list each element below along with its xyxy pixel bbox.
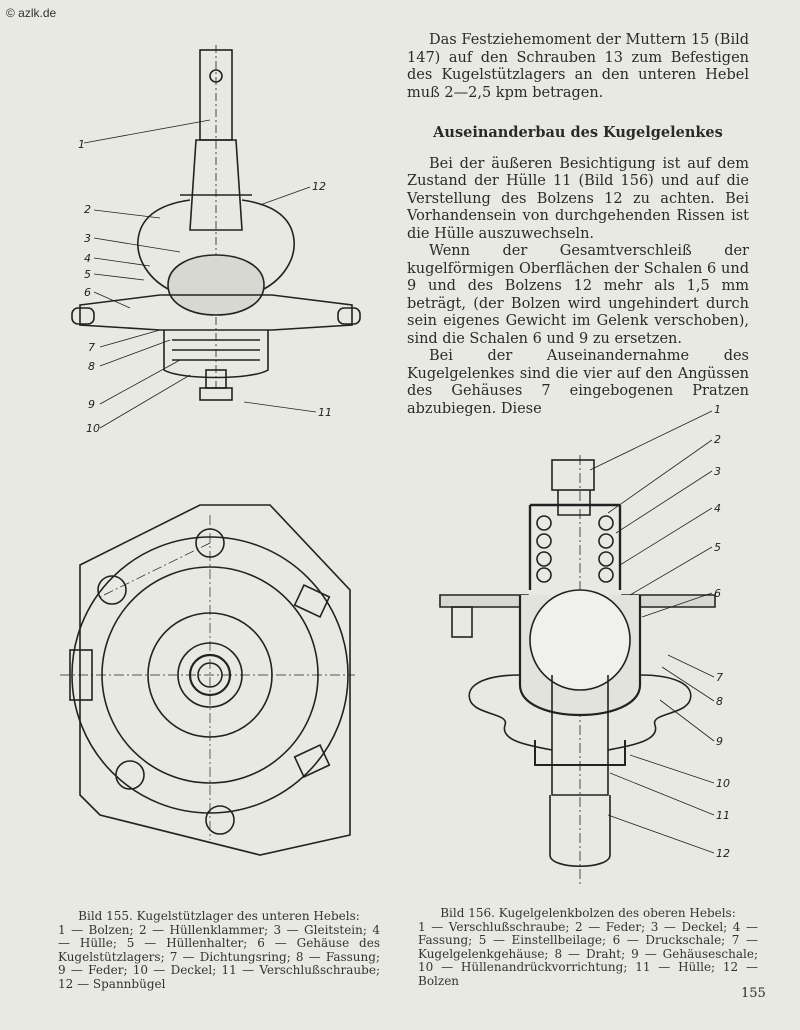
fig156-label-3: 3	[714, 465, 721, 478]
figure-155-caption-title: Bild 155. Kugelstützlager des unteren He…	[78, 909, 360, 923]
fig156-label-5: 5	[714, 541, 721, 554]
figure-155-section: 1 2 3 4 5 6 7 8 9 10 11 12	[60, 40, 380, 440]
fig155-label-5: 5	[84, 268, 91, 281]
fig156-label-4: 4	[714, 502, 721, 515]
watermark: © azlk.de	[6, 6, 57, 20]
fig155-label-3: 3	[84, 232, 91, 245]
fig156-label-2: 2	[714, 433, 721, 446]
fig155-label-10: 10	[86, 422, 100, 435]
page-number: 155	[741, 986, 766, 1001]
body-text: Das Festziehemoment der Muttern 15 (Bild…	[407, 32, 749, 418]
figure-155-caption-body: 1 — Bolzen; 2 — Hüllenklammer; 3 — Gleit…	[58, 922, 380, 991]
fig156-label-10: 10	[716, 777, 730, 790]
fig155-label-4: 4	[84, 252, 91, 265]
figure-156-caption: Bild 156. Kugelgelenkbolzen des oberen H…	[418, 906, 758, 988]
fig155-label-9: 9	[88, 398, 95, 411]
fig155-label-7: 7	[88, 341, 95, 354]
fig156-label-12: 12	[716, 847, 730, 860]
fig156-label-6: 6	[714, 587, 721, 600]
paragraph-torque: Das Festziehemoment der Muttern 15 (Bild…	[407, 32, 749, 101]
paragraph-disassembly: Bei der Auseinandernahme des Kugelgelenk…	[407, 348, 749, 417]
fig155-label-2: 2	[84, 203, 91, 216]
figure-156-caption-body: 1 — Verschlußschraube; 2 — Feder; 3 — De…	[418, 919, 758, 988]
fig155-label-1: 1	[78, 138, 85, 151]
fig156-label-8: 8	[716, 695, 723, 708]
fig155-label-6: 6	[84, 286, 91, 299]
fig156-label-9: 9	[716, 735, 723, 748]
fig155-label-8: 8	[88, 360, 95, 373]
fig156-label-11: 11	[716, 809, 730, 822]
paragraph-inspection: Bei der äußeren Besichtigung ist auf dem…	[407, 155, 749, 242]
paragraph-wear: Wenn der Gesamtverschleiß der kugelförmi…	[407, 243, 749, 347]
fig156-label-7: 7	[716, 671, 723, 684]
fig156-label-1: 1	[714, 403, 721, 416]
section-heading: Auseinanderbau des Kugelgelenkes	[433, 124, 723, 141]
figure-155-caption: Bild 155. Kugelstützlager des unteren He…	[58, 909, 380, 991]
fig155-label-11: 11	[318, 406, 332, 419]
fig155-label-12: 12	[312, 180, 326, 193]
figure-156-caption-title: Bild 156. Kugelgelenkbolzen des oberen H…	[440, 906, 736, 920]
figure-155-plan-view	[60, 495, 360, 875]
figure-156-section: 1 2 3 4 5 6 7 8 9 10 11 12	[430, 395, 770, 895]
